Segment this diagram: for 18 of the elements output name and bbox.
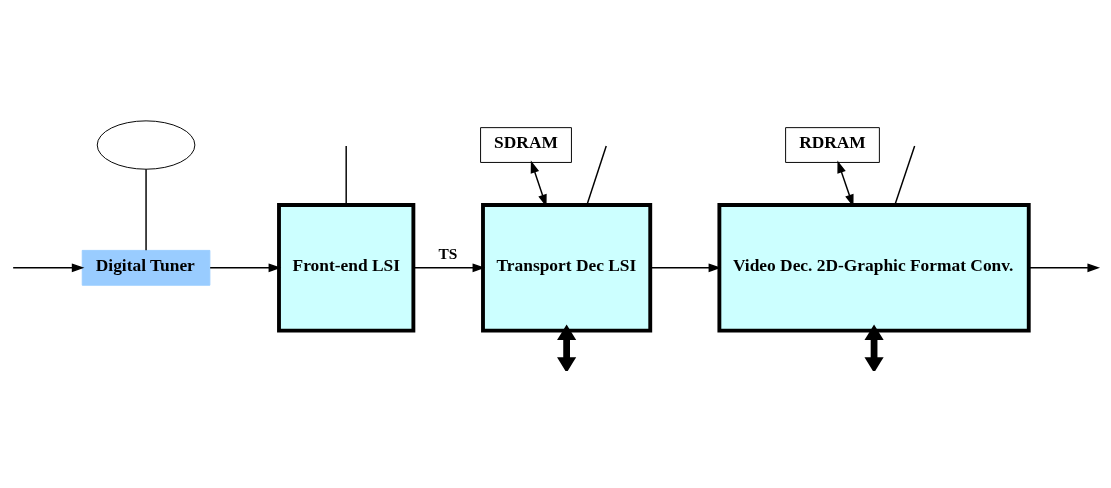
node-box: RDRAM	[785, 127, 880, 163]
node-box: Transport Dec LSI	[481, 203, 653, 333]
arrow	[12, 263, 85, 273]
node-box: SDRAM	[480, 127, 572, 163]
edge-label: TS	[438, 244, 458, 262]
connector	[894, 145, 916, 206]
connector	[586, 145, 607, 206]
arrow	[1028, 263, 1100, 273]
connector	[145, 168, 147, 251]
node-box: Video Dec. 2D-Graphic Format Conv.	[717, 203, 1031, 333]
connector	[345, 145, 347, 206]
arrow	[209, 263, 282, 273]
node-ellipse	[96, 120, 196, 170]
node-box: Front-end LSI	[277, 203, 416, 333]
arrow	[557, 324, 577, 371]
arrow	[864, 324, 884, 371]
node-box: Digital Tuner	[81, 249, 211, 286]
arrow	[412, 263, 486, 273]
